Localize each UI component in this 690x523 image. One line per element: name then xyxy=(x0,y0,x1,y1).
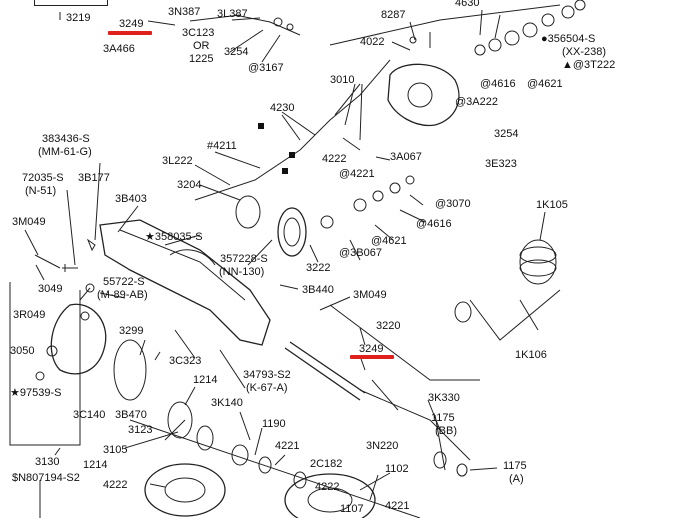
label-1k106: 1K106 xyxy=(515,349,547,361)
top-frame-box xyxy=(34,0,108,6)
label-3l222: 3L222 xyxy=(162,155,193,167)
label-1107: 1107 xyxy=(340,503,364,515)
label-3b067: @3B067 xyxy=(339,247,382,259)
label-3299: 3299 xyxy=(119,325,144,337)
label-4621-a: @4621 xyxy=(527,78,563,90)
label-3b403: 3B403 xyxy=(115,193,147,205)
label-4221-a: @4221 xyxy=(339,168,375,180)
label-m89ab: (M-89-AB) xyxy=(97,289,148,301)
label-3123: 3123 xyxy=(128,424,153,436)
label-3m049-a: 3M049 xyxy=(12,216,46,228)
label-3b470: 3B470 xyxy=(115,409,147,421)
label-72035: 72035-S xyxy=(22,172,64,184)
label-3254-b: 3254 xyxy=(494,128,519,140)
label-4222-c: 4222 xyxy=(315,481,340,493)
label-k67a: (K-67-A) xyxy=(246,382,288,394)
label-xx238: (XX-238) xyxy=(562,46,607,58)
label-4211: #4211 xyxy=(207,140,237,152)
label-3k330: 3K330 xyxy=(428,392,460,404)
label-3010: 3010 xyxy=(330,74,355,86)
highlight-marker-top xyxy=(108,31,152,35)
label-3n387: 3N387 xyxy=(168,6,201,18)
label-383436: 383436-S xyxy=(42,133,90,145)
label-3130: 3130 xyxy=(35,456,60,468)
label-4222-a: 4222 xyxy=(322,153,347,165)
label-3254-a: 3254 xyxy=(224,46,249,58)
label-3l387: 3L387 xyxy=(217,8,248,20)
label-1190: 1190 xyxy=(262,418,286,430)
label-4022: 4022 xyxy=(360,36,385,48)
label-3050: 3050 xyxy=(10,345,35,357)
label-3r049: 3R049 xyxy=(13,309,46,321)
label-3t222: ▲@3T222 xyxy=(562,59,616,71)
label-4616-b: @4616 xyxy=(416,218,452,230)
label-1102: 1102 xyxy=(385,463,409,475)
label-4230: 4230 xyxy=(270,102,295,114)
label-4221-c: 4221 xyxy=(385,500,410,512)
label-34793: 34793-S2 xyxy=(243,369,291,381)
label-n51: (N-51) xyxy=(25,185,57,197)
label-3c140: 3C140 xyxy=(73,409,106,421)
label-3a222: @3A222 xyxy=(455,96,498,108)
label-55722: 55722-S xyxy=(103,276,145,288)
label-3a067: 3A067 xyxy=(390,151,422,163)
highlight-marker-bottom xyxy=(350,355,394,359)
label-nn130: (NN-130) xyxy=(219,266,265,278)
label-1k105: 1K105 xyxy=(536,199,568,211)
label-3070: @3070 xyxy=(435,198,471,210)
label-356504: ●356504-S xyxy=(541,33,596,45)
label-3b177: 3B177 xyxy=(78,172,110,184)
label-3e323: 3E323 xyxy=(485,158,517,170)
label-4621-b: @4621 xyxy=(371,235,407,247)
label-3m049-b: 3M049 xyxy=(353,289,387,301)
label-3c323: 3C323 xyxy=(169,355,202,367)
label-3k140: 3K140 xyxy=(211,397,243,409)
label-358035: ★358035-S xyxy=(145,231,203,243)
label-3c123: 3C123 xyxy=(182,27,215,39)
label-3105: 3105 xyxy=(103,444,128,456)
label-4222-b: 4222 xyxy=(103,479,128,491)
label-a: (A) xyxy=(509,473,524,485)
label-1225: 1225 xyxy=(189,53,214,65)
label-3n220: 3N220 xyxy=(366,440,399,452)
label-n807194: $N807194-S2 xyxy=(12,472,80,484)
label-4616-a: @4616 xyxy=(480,78,516,90)
label-4221-b: 4221 xyxy=(275,440,300,452)
label-3249-top: 3249 xyxy=(119,18,144,30)
label-3a466: 3A466 xyxy=(103,43,135,55)
label-2c182: 2C182 xyxy=(310,458,343,470)
label-1175-a: 1175 xyxy=(431,412,455,424)
label-3204: 3204 xyxy=(177,179,202,191)
label-or: OR xyxy=(193,40,210,52)
label-3222: 3222 xyxy=(306,262,331,274)
label-4630: 4630 xyxy=(455,0,480,9)
label-3220: 3220 xyxy=(376,320,401,332)
label-bb: (BB) xyxy=(435,425,457,437)
label-97539: ★97539-S xyxy=(10,387,62,399)
label-357228: 357228-S xyxy=(220,253,268,265)
label-1175-b: 1175 xyxy=(503,460,527,472)
label-1214-a: 1214 xyxy=(193,374,218,386)
label-3049: 3049 xyxy=(38,283,63,295)
label-1214-b: 1214 xyxy=(83,459,108,471)
label-3249-bottom: 3249 xyxy=(359,343,384,355)
label-3167: @3167 xyxy=(248,62,284,74)
label-8287: 8287 xyxy=(381,9,406,21)
label-mm61g: (MM-61-G) xyxy=(38,146,92,158)
label-3219: 3219 xyxy=(66,12,91,24)
label-3b440: 3B440 xyxy=(302,284,334,296)
